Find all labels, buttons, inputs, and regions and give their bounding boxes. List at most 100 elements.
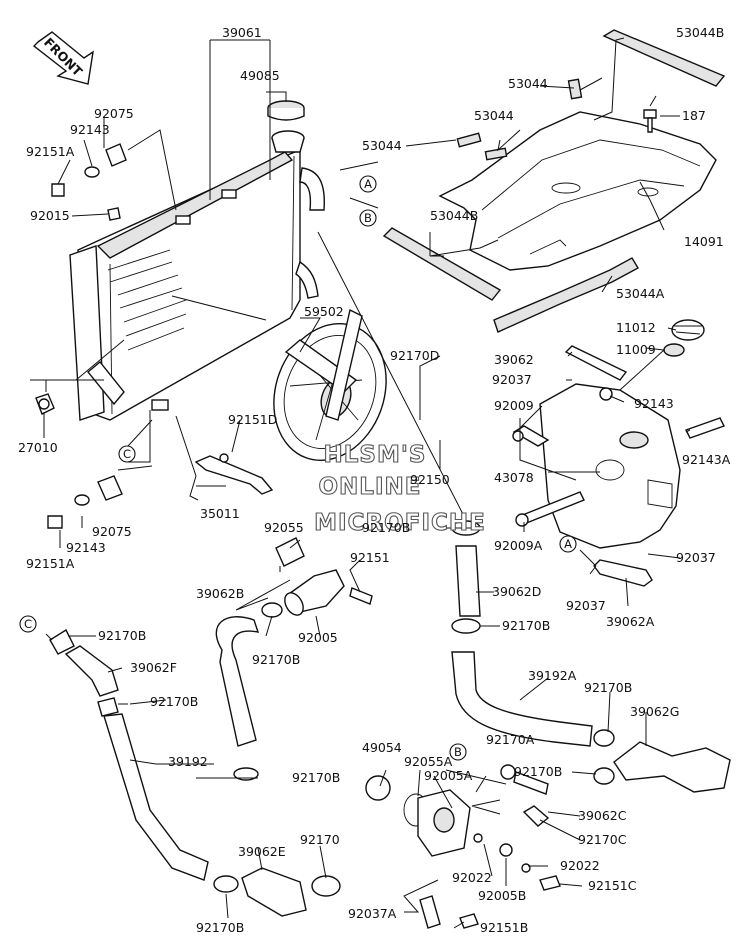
label-92151a-bottom: 92151A (26, 556, 75, 571)
callout-b-2: B (449, 743, 467, 761)
label-53044-c: 53044 (362, 138, 402, 153)
water-pipe-92005 (284, 569, 345, 616)
label-92170b-fan: 92170B (362, 520, 410, 535)
clamp-92170 (311, 875, 341, 897)
label-53044b-top: 53044B (676, 25, 724, 40)
label-39062d: 39062D (492, 584, 541, 599)
label-39062b: 39062B (196, 586, 244, 601)
clamp-92170b-a (261, 602, 283, 618)
label-53044-a: 53044 (508, 76, 548, 91)
label-187: 187 (682, 108, 706, 123)
svg-text:B: B (364, 211, 372, 225)
label-92037-a: 92037 (492, 372, 532, 387)
leader-lines (30, 37, 691, 929)
hose-39062a (593, 559, 653, 587)
label-92143-tank: 92143 (634, 396, 674, 411)
tank-cap (671, 319, 705, 341)
label-39062a: 39062A (606, 614, 655, 629)
grommet-bottom (47, 475, 123, 529)
label-39062g: 39062G (630, 704, 679, 719)
label-35011: 35011 (200, 506, 240, 521)
label-92037-c: 92037 (566, 598, 606, 613)
label-11012: 11012 (616, 320, 656, 335)
label-11009: 11009 (616, 342, 656, 357)
label-39062c: 39062C (578, 808, 627, 823)
label-92055: 92055 (264, 520, 304, 535)
hose-39062b (215, 616, 260, 747)
label-92143-bottom: 92143 (66, 540, 106, 555)
label-92005: 92005 (298, 630, 338, 645)
label-92151: 92151 (350, 550, 390, 565)
hose-39192a (451, 651, 593, 747)
label-92170a: 92170A (486, 732, 535, 747)
watermark-line-3: MICROFICHE (314, 510, 486, 536)
clamp-92170b-b (233, 767, 259, 781)
svg-text:A: A (364, 177, 372, 191)
fan-bracket (194, 453, 274, 495)
label-92170b-right: 92170B (584, 680, 632, 695)
label-92143-top: 92143 (70, 122, 110, 137)
label-92170b-left-top: 92170B (98, 628, 146, 643)
label-92170: 92170 (300, 832, 340, 847)
label-49054: 49054 (362, 740, 402, 755)
radiator-cap (267, 100, 305, 121)
callout-a-2: A (559, 535, 577, 553)
reserve-tank (539, 383, 681, 549)
clamp-92170b-f (213, 875, 239, 893)
watermark: HLSM'S ONLINE MICROFICHE (314, 441, 486, 536)
label-49085: 49085 (240, 68, 280, 83)
label-92022-left: 92022 (452, 870, 492, 885)
label-27010: 27010 (18, 440, 58, 455)
label-92151d: 92151D (228, 412, 277, 427)
label-53044a: 53044A (616, 286, 665, 301)
label-59502: 59502 (304, 304, 344, 319)
hose-39192 (103, 713, 209, 881)
label-92150: 92150 (410, 472, 450, 487)
thermostat-housing (365, 764, 615, 929)
svg-text:C: C (24, 617, 32, 631)
front-arrow-icon: FRONT (32, 31, 94, 85)
temperature-sensor (35, 393, 55, 415)
label-92143a: 92143A (682, 452, 731, 467)
label-92005b: 92005B (478, 888, 526, 903)
label-92075-bottom: 92075 (92, 524, 132, 539)
label-92151b: 92151B (480, 920, 528, 935)
label-39192a: 39192A (528, 668, 577, 683)
part-labels: 39061 49085 92075 92143 92151A 92015 270… (18, 25, 731, 935)
callout-a-1: A (359, 175, 377, 193)
label-92170b-mid: 92170B (252, 652, 300, 667)
label-92055a: 92055A (404, 754, 453, 769)
hose-39062g (613, 741, 731, 793)
label-92170b-therm: 92170B (514, 764, 562, 779)
label-39062: 39062 (494, 352, 534, 367)
hose-39062d (451, 520, 481, 634)
gasket-92055 (275, 537, 305, 567)
label-92170b-left-mid: 92170B (150, 694, 198, 709)
clamp-92170b-e (97, 697, 119, 717)
label-53044b: 53044B (430, 208, 478, 223)
cooling-fan (273, 308, 387, 462)
label-43078: 43078 (494, 470, 534, 485)
bolt-92151 (349, 587, 373, 605)
label-92170b-lower: 92170B (292, 770, 340, 785)
hose-39062 (564, 345, 628, 381)
label-92151c: 92151C (588, 878, 637, 893)
label-39062e: 39062E (238, 844, 286, 859)
seals-53044 (456, 78, 583, 161)
label-92009: 92009 (494, 398, 534, 413)
watermark-line-1: HLSM'S (324, 442, 427, 468)
label-92015: 92015 (30, 208, 70, 223)
label-92170c: 92170C (578, 832, 627, 847)
clamp-92170b-d (49, 628, 75, 655)
label-92022-right: 92022 (560, 858, 600, 873)
label-92170d: 92170D (390, 348, 439, 363)
label-92005a: 92005A (424, 768, 473, 783)
label-53044-b: 53044 (474, 108, 514, 123)
label-92037-b: 92037 (676, 550, 716, 565)
grommet-top (51, 143, 127, 221)
clamp-92170b-c (593, 729, 615, 747)
seal-53044b-long (382, 227, 502, 301)
label-39062f: 39062F (130, 660, 177, 675)
label-92170b-d: 92170B (502, 618, 550, 633)
watermark-line-2: ONLINE (319, 474, 422, 500)
